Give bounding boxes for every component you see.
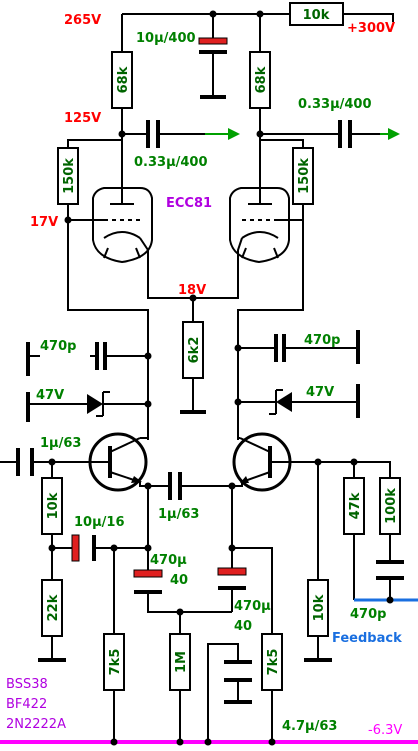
- label-18v: 18V: [178, 283, 206, 298]
- r-grid-right-label: 150k: [297, 158, 312, 194]
- label-zener-right: 47V: [306, 385, 334, 400]
- r-grid-left-label: 150k: [62, 158, 77, 194]
- label-transistor-1: BSS38: [6, 677, 48, 692]
- r-top-label: 10k: [303, 8, 330, 23]
- resistor-r-top: 10k: [289, 2, 344, 26]
- capacitor-470p-fb: [376, 560, 404, 580]
- resistor-7k5-left: 7k5: [103, 633, 125, 691]
- label-c-10u16: 10µ/16: [74, 515, 125, 530]
- zener-left: [87, 391, 110, 417]
- label-tube: ECC81: [166, 196, 212, 211]
- resistor-10k-right: 10k: [307, 579, 329, 637]
- label-c-470u-left-b: 40: [170, 573, 188, 588]
- r-7k5-left-label: 7k5: [108, 649, 123, 676]
- resistor-7k5-right: 7k5: [261, 633, 283, 691]
- resistor-plate-right: 68k: [249, 51, 271, 109]
- resistor-10k-left: 10k: [41, 477, 63, 535]
- r-plate-left-label: 68k: [116, 66, 131, 93]
- label-470p-right: 470p: [304, 333, 340, 348]
- capacitor-supply: [198, 37, 228, 54]
- tube-right: [229, 187, 303, 264]
- capacitor-mid: [168, 472, 182, 500]
- transistor-left: [88, 432, 149, 492]
- resistor-plate-left: 68k: [111, 51, 133, 109]
- label-c-out-left: 0.33µ/400: [134, 155, 208, 170]
- label-feedback: Feedback: [332, 631, 402, 646]
- capacitor-out-left: [146, 120, 160, 148]
- resistor-100k: 100k: [379, 477, 401, 535]
- capacitor-470u-left: [133, 569, 163, 594]
- r-1m-label: 1M: [174, 651, 189, 673]
- r-47k-label: 47k: [348, 492, 363, 519]
- r-cathode-label: 6k2: [187, 337, 202, 364]
- label-c-out-right: 0.33µ/400: [298, 97, 372, 112]
- label-470p-left: 470p: [40, 339, 76, 354]
- capacitor-input: [16, 448, 34, 476]
- label-zener-left: 47V: [36, 388, 64, 403]
- capacitor-470p-left: [95, 342, 107, 370]
- label-transistor-2: BF422: [6, 697, 47, 712]
- resistor-1m: 1M: [169, 633, 191, 691]
- capacitor-470p-right: [274, 334, 286, 362]
- capacitor-out-right: [338, 120, 352, 148]
- output-arrows: [205, 128, 400, 140]
- r-7k5-right-label: 7k5: [266, 649, 281, 676]
- resistor-grid-left: 150k: [57, 147, 79, 205]
- resistor-cathode: 6k2: [182, 321, 204, 379]
- capacitor-470u-right: [217, 567, 247, 590]
- junction-dots: [48, 10, 394, 746]
- transistor-right: [232, 432, 292, 492]
- resistor-grid-right: 150k: [292, 147, 314, 205]
- label-c-4u7: 4.7µ/63: [282, 719, 337, 734]
- label-c-470u-right-a: 470µ: [234, 599, 271, 614]
- capacitor-4u7: [224, 660, 252, 682]
- r-plate-right-label: 68k: [254, 66, 269, 93]
- label-265v: 265V: [64, 13, 101, 28]
- r-22k-label: 22k: [46, 594, 61, 621]
- label-c-470u-left-a: 470µ: [150, 553, 187, 568]
- label-c-470u-right-b: 40: [234, 619, 252, 634]
- label-plus300v: +300V: [347, 21, 395, 36]
- label-transistor-3: 2N2222A: [6, 717, 66, 732]
- label-125v: 125V: [64, 111, 101, 126]
- capacitor-10u16: [71, 534, 96, 562]
- label-470p-fb: 470p: [350, 607, 386, 622]
- zener-right: [269, 389, 292, 415]
- resistor-47k: 47k: [343, 477, 365, 535]
- r-10k-left-label: 10k: [46, 492, 61, 519]
- label-c-mid: 1µ/63: [158, 507, 199, 522]
- label-c-in: 1µ/63: [40, 436, 81, 451]
- tube-left: [68, 187, 153, 264]
- r-10k-right-label: 10k: [312, 594, 327, 621]
- label-c-supply: 10µ/400: [136, 31, 196, 46]
- label-17v: 17V: [30, 215, 58, 230]
- r-100k-label: 100k: [384, 488, 399, 524]
- resistor-22k: 22k: [41, 579, 63, 637]
- label-minus6v3: -6.3V: [368, 723, 402, 738]
